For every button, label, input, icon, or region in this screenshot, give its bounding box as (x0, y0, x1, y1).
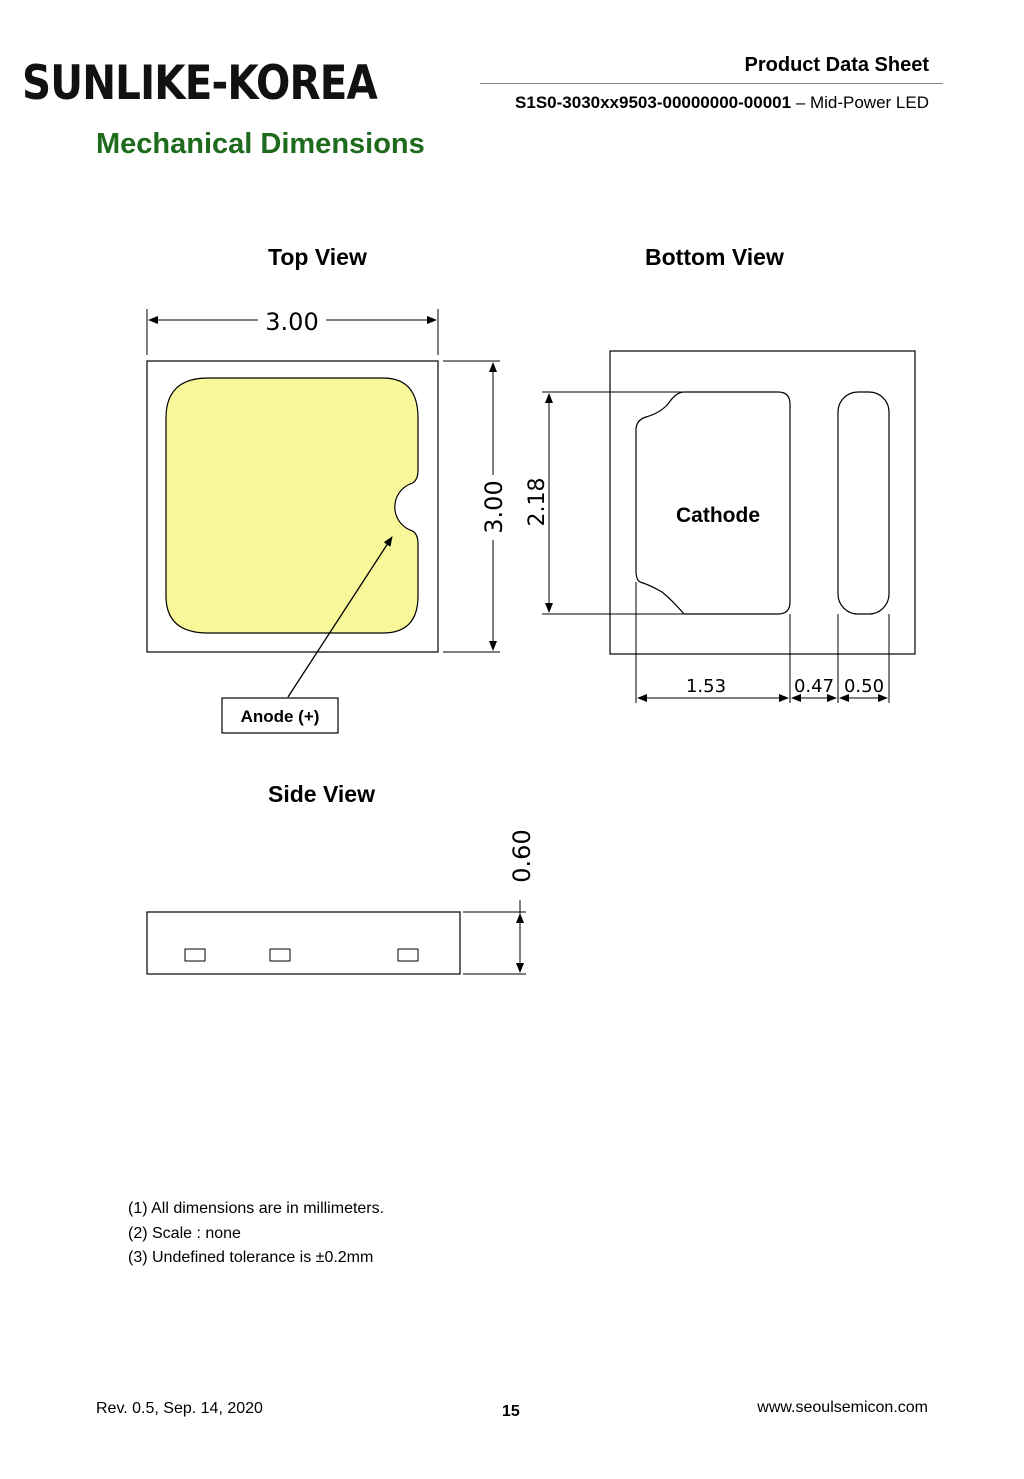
cathode-label: Cathode (676, 504, 760, 527)
bottom-view-title: Bottom View (645, 244, 784, 270)
side-lead-1 (184, 948, 206, 962)
gap-dimension: 0.47 (794, 676, 834, 697)
bottom-view-outline (609, 350, 916, 655)
cathode-pad (635, 391, 791, 615)
side-view-outline (146, 911, 461, 975)
revision-date: Rev. 0.5, Sep. 14, 2020 (96, 1400, 263, 1417)
notes: (1) All dimensions are in millimeters. (… (128, 1197, 384, 1271)
note-1: (1) All dimensions are in millimeters. (128, 1200, 385, 1217)
top-view-drawing: 3.00 3.00 Anode (+) (146, 308, 508, 734)
pad-height-dimension: 2.18 (525, 478, 550, 527)
website-link[interactable]: www.seoulsemicon.com (757, 1399, 928, 1416)
bottom-view-drawing: Cathode 2.18 1.53 0.47 0.50 (525, 350, 916, 703)
side-view-title: Side View (268, 781, 375, 807)
anode-label: Anode (+) (241, 707, 320, 726)
doc-type: Product Data Sheet (744, 54, 929, 76)
section-title: Mechanical Dimensions (96, 128, 425, 160)
top-view-lens (165, 377, 419, 634)
top-view-outline (146, 360, 439, 653)
small-pad-dimension: 0.50 (844, 676, 884, 697)
top-width-dimension: 3.00 (265, 308, 318, 336)
anode-pad (837, 391, 890, 615)
part-number: S1S0-3030xx9503-00000000-00001 (515, 93, 792, 112)
brand-logo: SUNLIKE-KOREA (22, 56, 378, 111)
top-height-dimension: 3.00 (480, 480, 508, 533)
part-description: – Mid-Power LED (791, 93, 929, 112)
note-3: (3) Undefined tolerance is ±0.2mm (128, 1249, 374, 1266)
note-2: (2) Scale : none (128, 1224, 241, 1242)
header-divider (480, 83, 943, 84)
side-view-drawing: 0.60 (146, 829, 536, 975)
pad-width-dimension: 1.53 (686, 676, 726, 697)
top-view-title: Top View (268, 244, 367, 270)
anode-label-box (221, 697, 339, 734)
side-lead-3 (397, 948, 419, 962)
page-number: 15 (502, 1403, 520, 1420)
thickness-dimension: 0.60 (508, 829, 536, 882)
side-lead-2 (269, 948, 291, 962)
part-line: S1S0-3030xx9503-00000000-00001 – Mid-Pow… (515, 93, 929, 113)
